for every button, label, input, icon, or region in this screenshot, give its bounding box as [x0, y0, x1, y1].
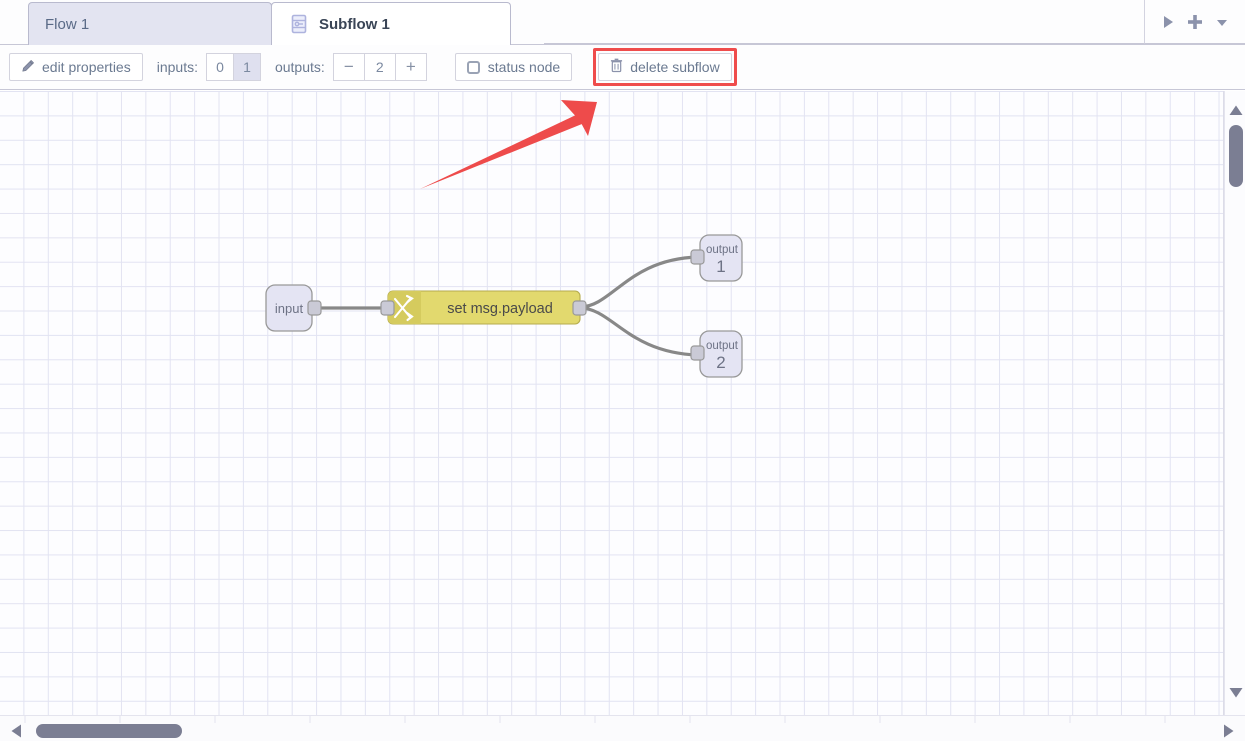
port-change-in — [380, 300, 395, 316]
outputs-value: 2 — [363, 53, 396, 81]
horizontal-scrollbar[interactable] — [0, 715, 1245, 741]
node-subflow-output-2-index: 2 — [716, 353, 725, 372]
subflow-toolbar: edit properties inputs: 0 1 outputs: − 2… — [0, 45, 1245, 90]
tab-subflow-1[interactable]: Subflow 1 — [271, 2, 511, 45]
delete-subflow-button[interactable]: delete subflow — [598, 53, 732, 81]
node-subflow-output-2[interactable]: output 2 — [690, 330, 743, 378]
scroll-right-arrow[interactable] — [1223, 724, 1234, 741]
scrollbar-ticks — [24, 716, 1166, 723]
wire-change-to-output1 — [579, 255, 699, 309]
node-subflow-output-1-label: output — [706, 244, 739, 256]
play-icon[interactable] — [1157, 11, 1179, 33]
scroll-left-arrow[interactable] — [11, 724, 22, 741]
tab-bar: Flow 1 Subflow 1 — [0, 0, 1245, 45]
delete-subflow-highlight: delete subflow — [593, 48, 737, 86]
plus-icon[interactable] — [1184, 11, 1206, 33]
edit-properties-label: edit properties — [42, 59, 131, 75]
edit-properties-button[interactable]: edit properties — [9, 53, 143, 81]
delete-subflow-label: delete subflow — [630, 59, 720, 75]
port-output1-in — [690, 249, 705, 265]
tab-list: Flow 1 Subflow 1 — [0, 0, 511, 45]
outputs-label: outputs: — [274, 59, 325, 75]
wire-group — [314, 255, 699, 357]
port-input-out — [307, 300, 322, 316]
inputs-option-0[interactable]: 0 — [205, 53, 234, 81]
inputs-label: inputs: — [156, 59, 198, 75]
scroll-up-arrow[interactable] — [1229, 103, 1243, 121]
node-subflow-input[interactable]: input — [265, 284, 322, 332]
canvas-svg: input set msg.payload ou — [265, 100, 743, 378]
port-change-out — [572, 300, 587, 316]
tab-flow-1[interactable]: Flow 1 — [28, 2, 272, 45]
horizontal-scroll-thumb[interactable] — [36, 724, 182, 738]
node-change[interactable]: set msg.payload — [380, 290, 587, 325]
wire-change-to-output2 — [579, 306, 699, 357]
port-output2-in — [690, 345, 705, 361]
node-subflow-output-2-label: output — [706, 340, 739, 352]
inputs-toggle-group: 0 1 — [205, 53, 261, 81]
node-subflow-input-label: input — [275, 301, 304, 316]
status-node-toggle[interactable]: status node — [454, 53, 573, 81]
tab-bar-filler — [544, 0, 1144, 44]
node-subflow-output-1-index: 1 — [716, 257, 725, 276]
node-change-label: set msg.payload — [447, 301, 553, 317]
chevron-down-icon[interactable] — [1211, 11, 1233, 33]
vertical-scrollbar[interactable] — [1224, 91, 1245, 715]
tab-subflow-1-label: Subflow 1 — [319, 15, 390, 33]
vertical-scroll-thumb[interactable] — [1229, 125, 1243, 187]
inputs-option-1[interactable]: 1 — [232, 53, 261, 81]
scroll-down-arrow[interactable] — [1229, 685, 1243, 703]
outputs-decrement-button[interactable]: − — [332, 53, 365, 81]
outputs-stepper: − 2 + — [332, 53, 427, 81]
outputs-increment-button[interactable]: + — [394, 53, 427, 81]
tab-flow-1-label: Flow 1 — [45, 15, 90, 33]
flow-canvas[interactable]: input set msg.payload ou — [0, 91, 1224, 715]
change-shuffle-icon — [393, 294, 414, 322]
subflow-icon — [288, 13, 310, 35]
trash-icon — [610, 58, 630, 76]
pencil-icon — [21, 59, 42, 76]
node-subflow-output-1[interactable]: output 1 — [690, 234, 743, 282]
annotation-arrow — [420, 100, 597, 189]
status-node-label: status node — [487, 59, 561, 75]
status-node-checkbox[interactable] — [466, 60, 480, 74]
tab-bar-tools — [1144, 0, 1245, 44]
